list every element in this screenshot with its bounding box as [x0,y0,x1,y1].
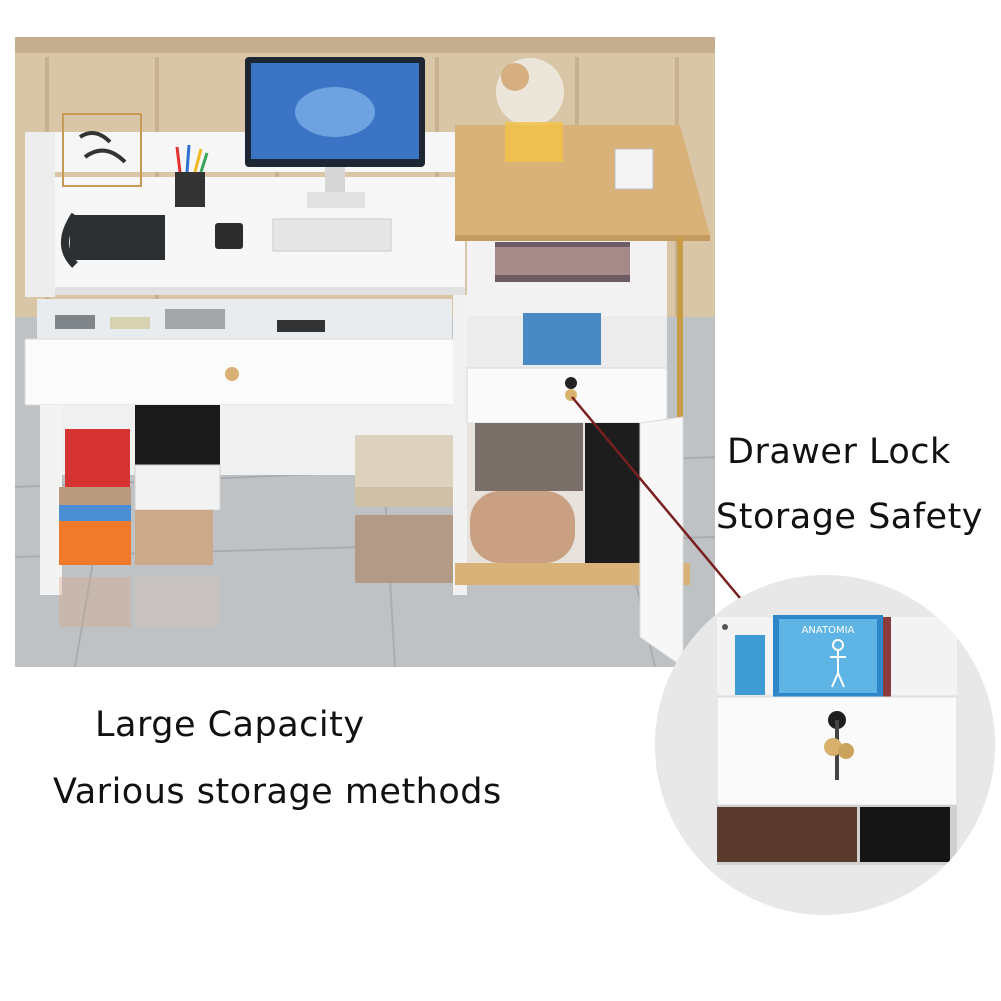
caption-storage-safety: Storage Safety [716,497,984,537]
drawer-lock-zoom: ANATOMIA [655,575,995,915]
caption-large-capacity: Large Capacity [95,705,365,745]
caption-various-methods: Various storage methods [53,772,502,812]
desk-photo [15,37,715,667]
caption-drawer-lock: Drawer Lock [727,432,951,472]
book-title: ANATOMIA [802,625,855,636]
